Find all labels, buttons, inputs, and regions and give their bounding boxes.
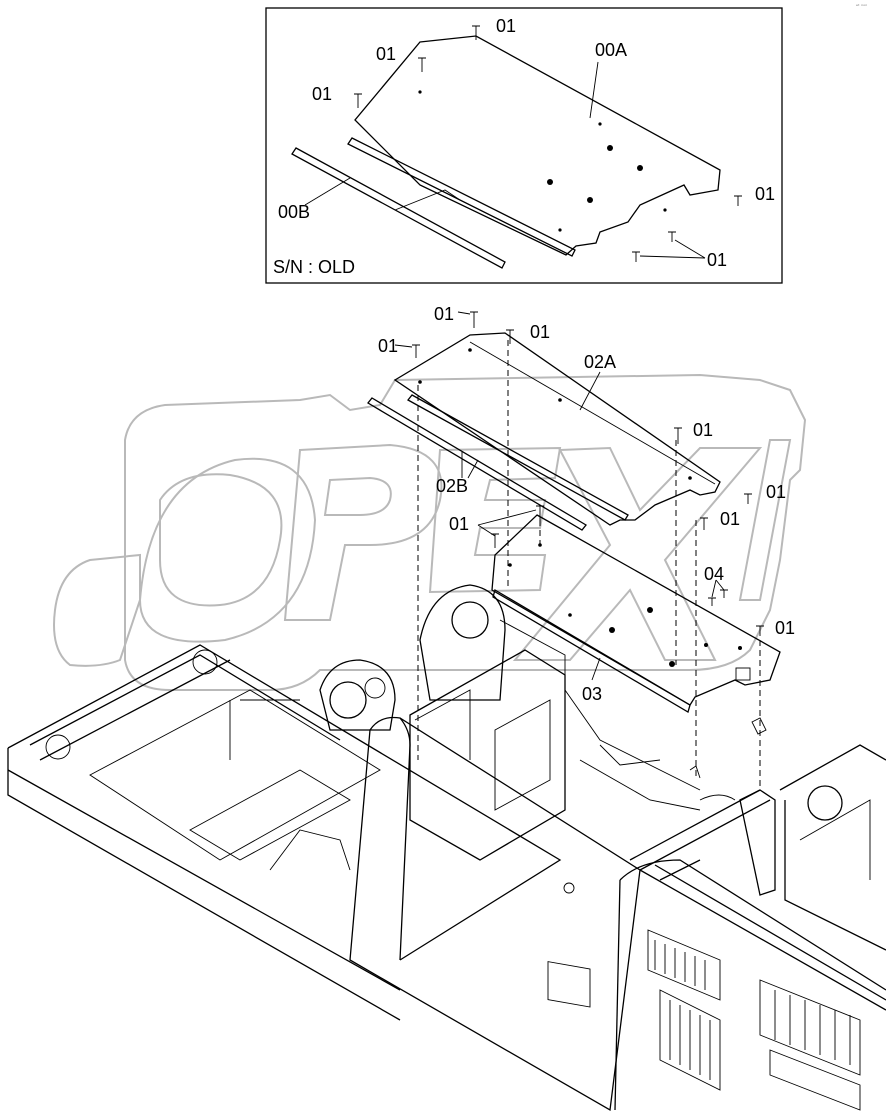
callout-00A: 00A (595, 40, 627, 60)
inset-old-serial (265, 7, 783, 284)
callout-01: 01 (530, 322, 550, 342)
callout-01: 01 (755, 184, 775, 204)
callout-01: 01 (775, 618, 795, 638)
leaders (394, 311, 479, 479)
callout-01: 01 (378, 336, 398, 356)
callout-01: 01 (376, 44, 396, 64)
watermark (53, 373, 807, 691)
callout-01: 01 (707, 250, 727, 270)
callout-01: 01 (693, 420, 713, 440)
hood-grille (647, 929, 861, 1111)
plate-00A (354, 35, 721, 256)
corner-mark: ᵉᵗ ⁿᵒⁿ (856, 4, 867, 10)
callout-03: 03 (582, 684, 602, 704)
bolt-icons-main (412, 311, 764, 636)
callout-01: 01 (766, 482, 786, 502)
callout-01: 01 (434, 304, 454, 324)
serial-note: S/N : OLD (273, 257, 355, 277)
strip-00A (347, 137, 576, 257)
plate-00A-holes (418, 90, 667, 232)
callout-02B: 02B (436, 476, 468, 496)
seal-00B (291, 147, 506, 269)
inset-frame (265, 7, 783, 284)
callout-00B: 00B (278, 202, 310, 222)
callout-04: 04 (704, 564, 724, 584)
plate-03 (491, 514, 781, 713)
alignment-lines (417, 340, 761, 790)
bolt-icons-inset (354, 25, 742, 262)
callout-01: 01 (496, 16, 516, 36)
seal-02B (367, 394, 629, 531)
callout-01: 01 (449, 514, 469, 534)
callout-02A: 02A (584, 352, 616, 372)
callout-01: 01 (312, 84, 332, 104)
plate-02A (393, 332, 721, 526)
callout-01: 01 (720, 509, 740, 529)
machine-frame (7, 584, 886, 1112)
